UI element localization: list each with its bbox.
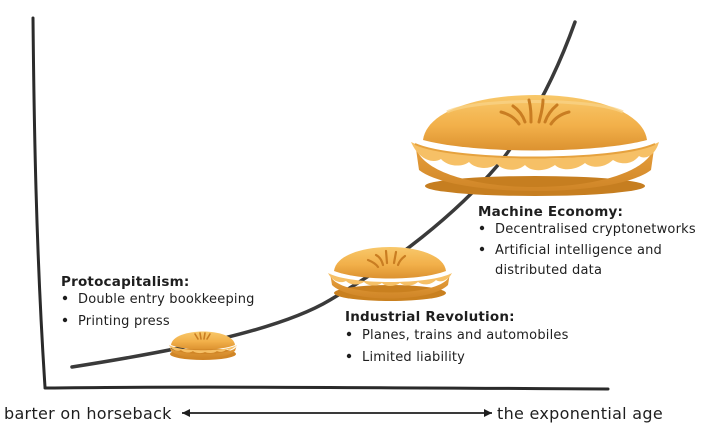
era-item: Artificial intelligence and [495, 243, 662, 258]
axis-left-label: barter on horseback [4, 404, 172, 423]
era-machine-economy: Machine Economy: Decentralised cryptonet… [478, 204, 696, 278]
era-title: Machine Economy: [478, 204, 623, 220]
era-item: Printing press [78, 314, 170, 329]
era-item: Limited liability [362, 350, 465, 365]
era-item: distributed data [495, 263, 602, 278]
pie-small-icon [169, 331, 237, 360]
era-item: Double entry bookkeeping [78, 292, 255, 307]
era-industrial-revolution: Industrial Revolution: Planes, trains an… [345, 309, 569, 365]
era-item: Planes, trains and automobiles [362, 328, 569, 343]
era-protocapitalism: Protocapitalism: Double entry bookkeepin… [61, 274, 255, 329]
pie-medium-icon [328, 247, 452, 301]
pie-large-icon [411, 95, 659, 196]
bullet [346, 353, 352, 359]
x-axis-line [43, 385, 610, 391]
bullet [62, 295, 68, 301]
era-title: Protocapitalism: [61, 274, 189, 290]
bullet [62, 317, 68, 323]
era-item: Decentralised cryptonetworks [495, 222, 696, 237]
double-arrow-icon [182, 409, 492, 417]
bullet [479, 225, 485, 231]
era-title: Industrial Revolution: [345, 309, 515, 325]
bullet [346, 331, 352, 337]
y-axis-line [31, 16, 47, 389]
bullet [479, 246, 485, 252]
axis-right-label: the exponential age [497, 404, 663, 423]
